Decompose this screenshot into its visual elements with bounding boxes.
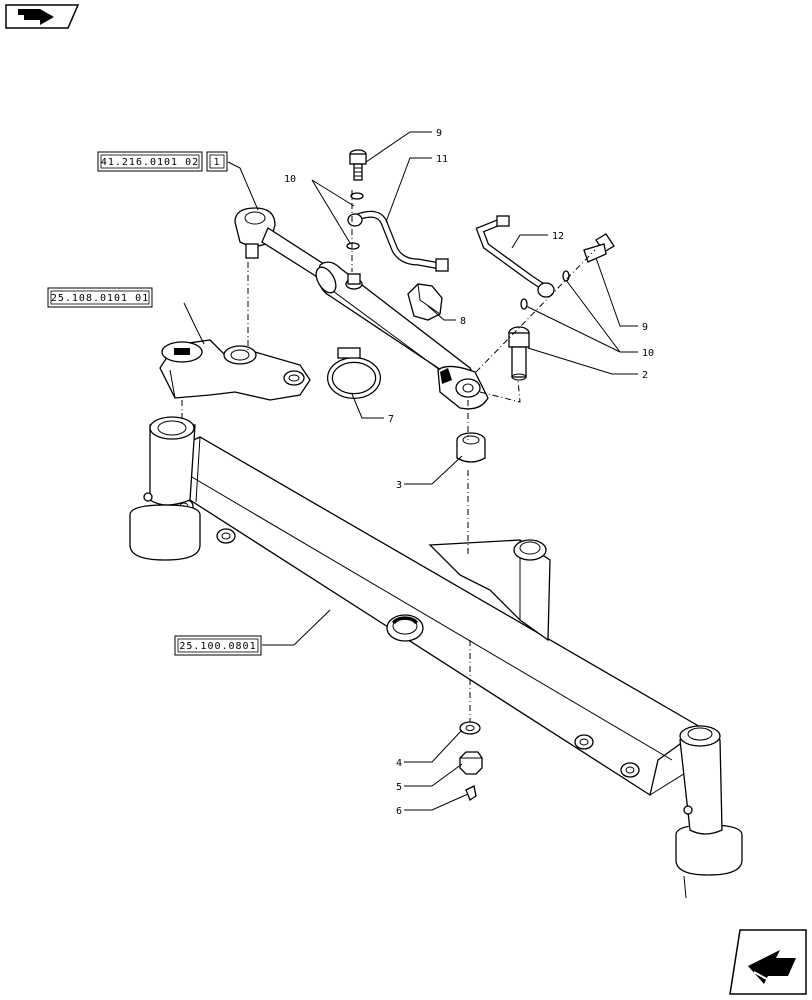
sealing-washer xyxy=(350,192,364,200)
beam-bolt xyxy=(620,762,640,778)
next-page-arrow-icon[interactable] xyxy=(729,929,807,995)
reference-box-steering-cylinder[interactable]: 41.216.0101 02 xyxy=(97,151,203,172)
front-axle-beam xyxy=(129,416,743,899)
callout-label: 11 xyxy=(436,154,448,165)
sealing-washer xyxy=(346,242,360,250)
steering-arm xyxy=(159,339,311,401)
folder-arrow-icon[interactable] xyxy=(5,4,80,29)
beam-bolt xyxy=(574,734,594,750)
steering-cylinder-index-text: 1 xyxy=(213,157,220,168)
hydraulic-hose-11 xyxy=(347,210,449,272)
steering-cylinder xyxy=(234,207,489,410)
callout-label: 10 xyxy=(642,348,654,359)
steering-cylinder-ref-text: 41.216.0101 02 xyxy=(101,157,199,168)
assembly-centerlines xyxy=(181,190,596,722)
callout-label: 8 xyxy=(460,316,466,327)
banjo-bolt xyxy=(583,233,615,263)
callout-label: 9 xyxy=(642,322,648,333)
beam-bolt xyxy=(216,528,236,544)
callout-label: 5 xyxy=(396,782,402,793)
reference-box-steering-arm[interactable]: 25.108.0101 01 xyxy=(47,287,153,308)
callout-label: 4 xyxy=(396,758,402,769)
band-clamp xyxy=(327,347,381,399)
callout-label: 7 xyxy=(388,414,394,425)
callout-label: 6 xyxy=(396,806,402,817)
steering-arm-ref-text: 25.108.0101 01 xyxy=(51,293,149,304)
callout-label: 10 xyxy=(284,174,296,185)
callout-label: 12 xyxy=(552,231,564,242)
callout-numbers: 9 11 10 12 8 9 10 2 7 3 4 5 6 xyxy=(284,128,654,817)
sealing-washer xyxy=(520,298,528,310)
leader-lines xyxy=(183,131,638,811)
sealing-washer xyxy=(562,270,570,282)
hydraulic-hose-12 xyxy=(475,215,555,298)
hose-clamp-block xyxy=(407,283,443,321)
callout-label: 2 xyxy=(642,370,648,381)
callout-label: 3 xyxy=(396,480,402,491)
callout-label: 9 xyxy=(436,128,442,139)
hex-nut xyxy=(459,751,483,775)
split-pin xyxy=(465,785,477,801)
bushing xyxy=(456,432,486,463)
banjo-bolt xyxy=(349,149,367,181)
reference-box-index[interactable]: 1 xyxy=(206,151,228,172)
flat-washer xyxy=(459,721,481,735)
axle-ref-text: 25.100.0801 xyxy=(179,641,256,652)
pivot-pin xyxy=(508,326,530,381)
reference-box-axle[interactable]: 25.100.0801 xyxy=(174,635,262,656)
